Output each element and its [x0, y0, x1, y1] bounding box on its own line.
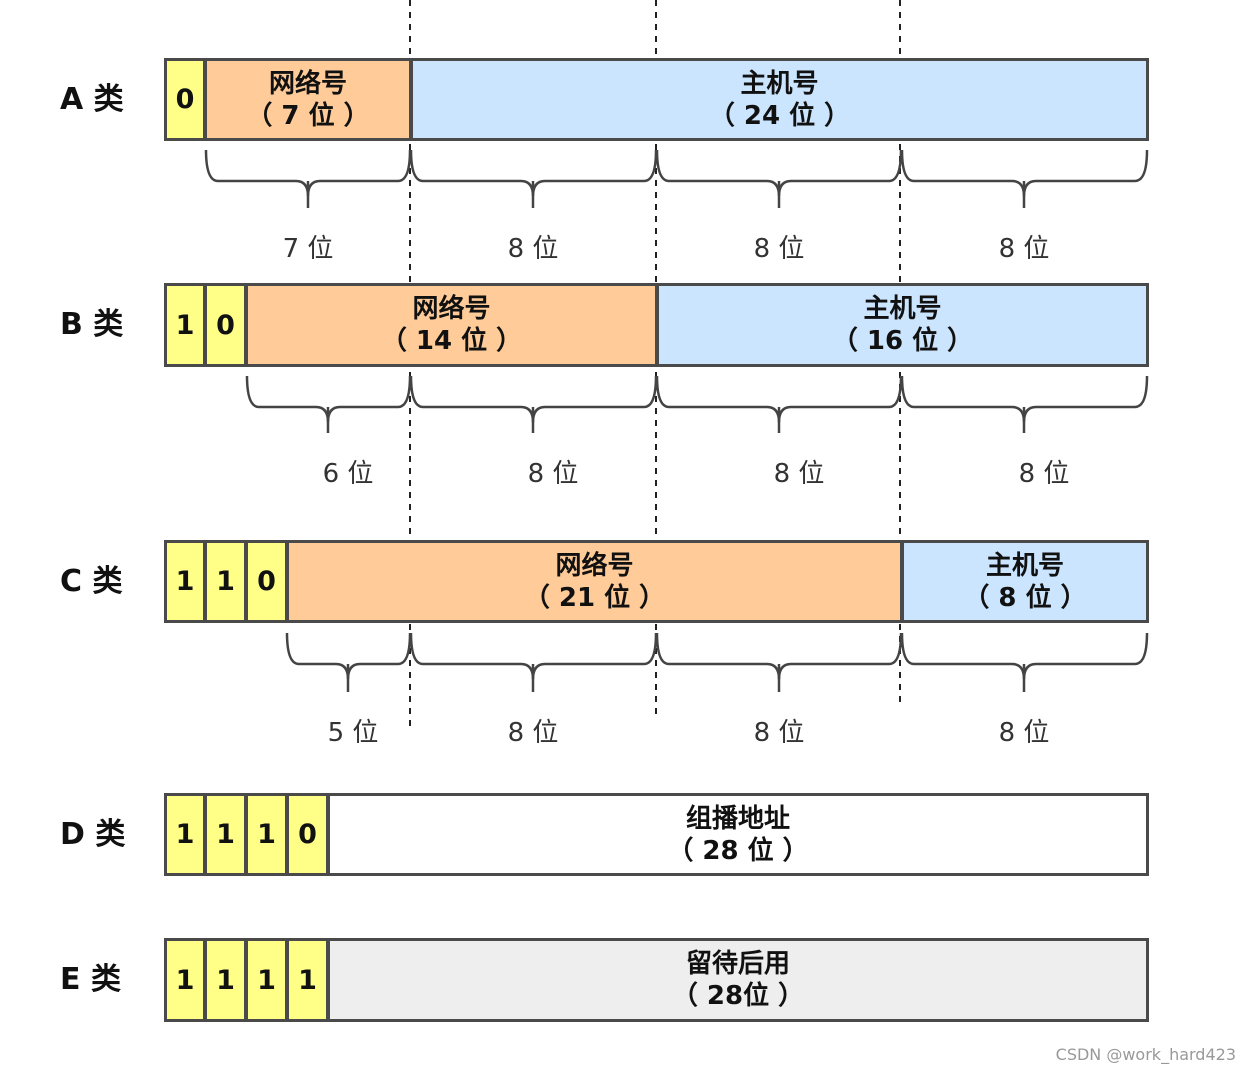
class-c-label: C 类 — [60, 564, 123, 599]
class-b-host-field: 主机号 （ 16 位 ） — [656, 283, 1149, 367]
class-e-bit-4: 1 — [286, 938, 329, 1022]
class-b-brace-label-2: 8 位 — [527, 459, 579, 489]
class-e-bit-2: 1 — [204, 938, 247, 1022]
class-c-bit-3: 0 — [245, 540, 288, 623]
class-d-bit-1: 1 — [164, 793, 206, 876]
class-a-host-title: 主机号 — [740, 68, 819, 99]
class-e-label: E 类 — [60, 962, 121, 997]
class-c-bit-2: 1 — [204, 540, 247, 623]
class-e-field-title: 留待后用 — [685, 949, 790, 979]
class-d-field-bits: （ 28 位 ） — [667, 835, 809, 866]
class-c-network-title: 网络号 — [555, 550, 634, 581]
class-d-bit-4: 0 — [286, 793, 329, 876]
class-c-host-bits: （ 8 位 ） — [963, 582, 1087, 613]
class-e-bit-1: 1 — [164, 938, 206, 1022]
class-c-host-field: 主机号 （ 8 位 ） — [901, 540, 1149, 623]
class-d-field-title: 组播地址 — [685, 803, 790, 834]
class-d-label: D 类 — [60, 817, 126, 852]
class-a-brace-label-2: 8 位 — [507, 234, 559, 264]
class-c-brace-label-4: 8 位 — [998, 718, 1050, 748]
class-b-bit-1: 1 — [164, 283, 206, 367]
class-c-brace-label-2: 8 位 — [507, 718, 559, 748]
class-a-brace-label-3: 8 位 — [753, 234, 805, 264]
class-d-multicast-field: 组播地址 （ 28 位 ） — [327, 793, 1149, 876]
class-d-bit-3: 1 — [245, 793, 288, 876]
class-b-brace-label-3: 8 位 — [773, 459, 825, 489]
class-c-bit-1: 1 — [164, 540, 206, 623]
class-a-network-field: 网络号 （ 7 位 ） — [204, 58, 412, 141]
class-b-brace-label-1: 6 位 — [322, 459, 374, 489]
class-c-network-field: 网络号 （ 21 位 ） — [286, 540, 903, 623]
class-a-bit-1: 0 — [164, 58, 206, 141]
class-b-brace-label-4: 8 位 — [1018, 459, 1070, 489]
credit-watermark: CSDN @work_hard423 — [1055, 1045, 1236, 1064]
class-b-host-title: 主机号 — [863, 294, 942, 324]
class-a-network-bits: （ 7 位 ） — [246, 100, 370, 131]
class-e-reserved-field: 留待后用 （ 28位 ） — [327, 938, 1149, 1022]
class-b-network-field: 网络号 （ 14 位 ） — [245, 283, 658, 367]
class-c-network-bits: （ 21 位 ） — [523, 582, 666, 613]
class-a-host-field: 主机号 （ 24 位 ） — [410, 58, 1149, 141]
class-b-network-title: 网络号 — [412, 294, 491, 324]
class-a-brace-label-1: 7 位 — [282, 234, 334, 264]
class-a-label: A 类 — [60, 82, 124, 117]
class-c-host-title: 主机号 — [985, 550, 1064, 581]
class-e-bit-3: 1 — [245, 938, 288, 1022]
brace-stems — [306, 181, 1026, 692]
class-b-bit-2: 0 — [204, 283, 247, 367]
class-c-brace-label-3: 8 位 — [753, 718, 805, 748]
class-c-brace-label-1: 5 位 — [327, 718, 379, 748]
class-b-host-bits: （ 16 位 ） — [831, 326, 974, 356]
class-b-label: B 类 — [60, 307, 124, 342]
class-a-host-bits: （ 24 位 ） — [708, 100, 851, 131]
class-b-network-bits: （ 14 位 ） — [380, 326, 523, 356]
class-d-bit-2: 1 — [204, 793, 247, 876]
class-e-field-bits: （ 28位 ） — [671, 981, 805, 1011]
class-a-network-title: 网络号 — [268, 68, 347, 99]
class-a-brace-label-4: 8 位 — [998, 234, 1050, 264]
